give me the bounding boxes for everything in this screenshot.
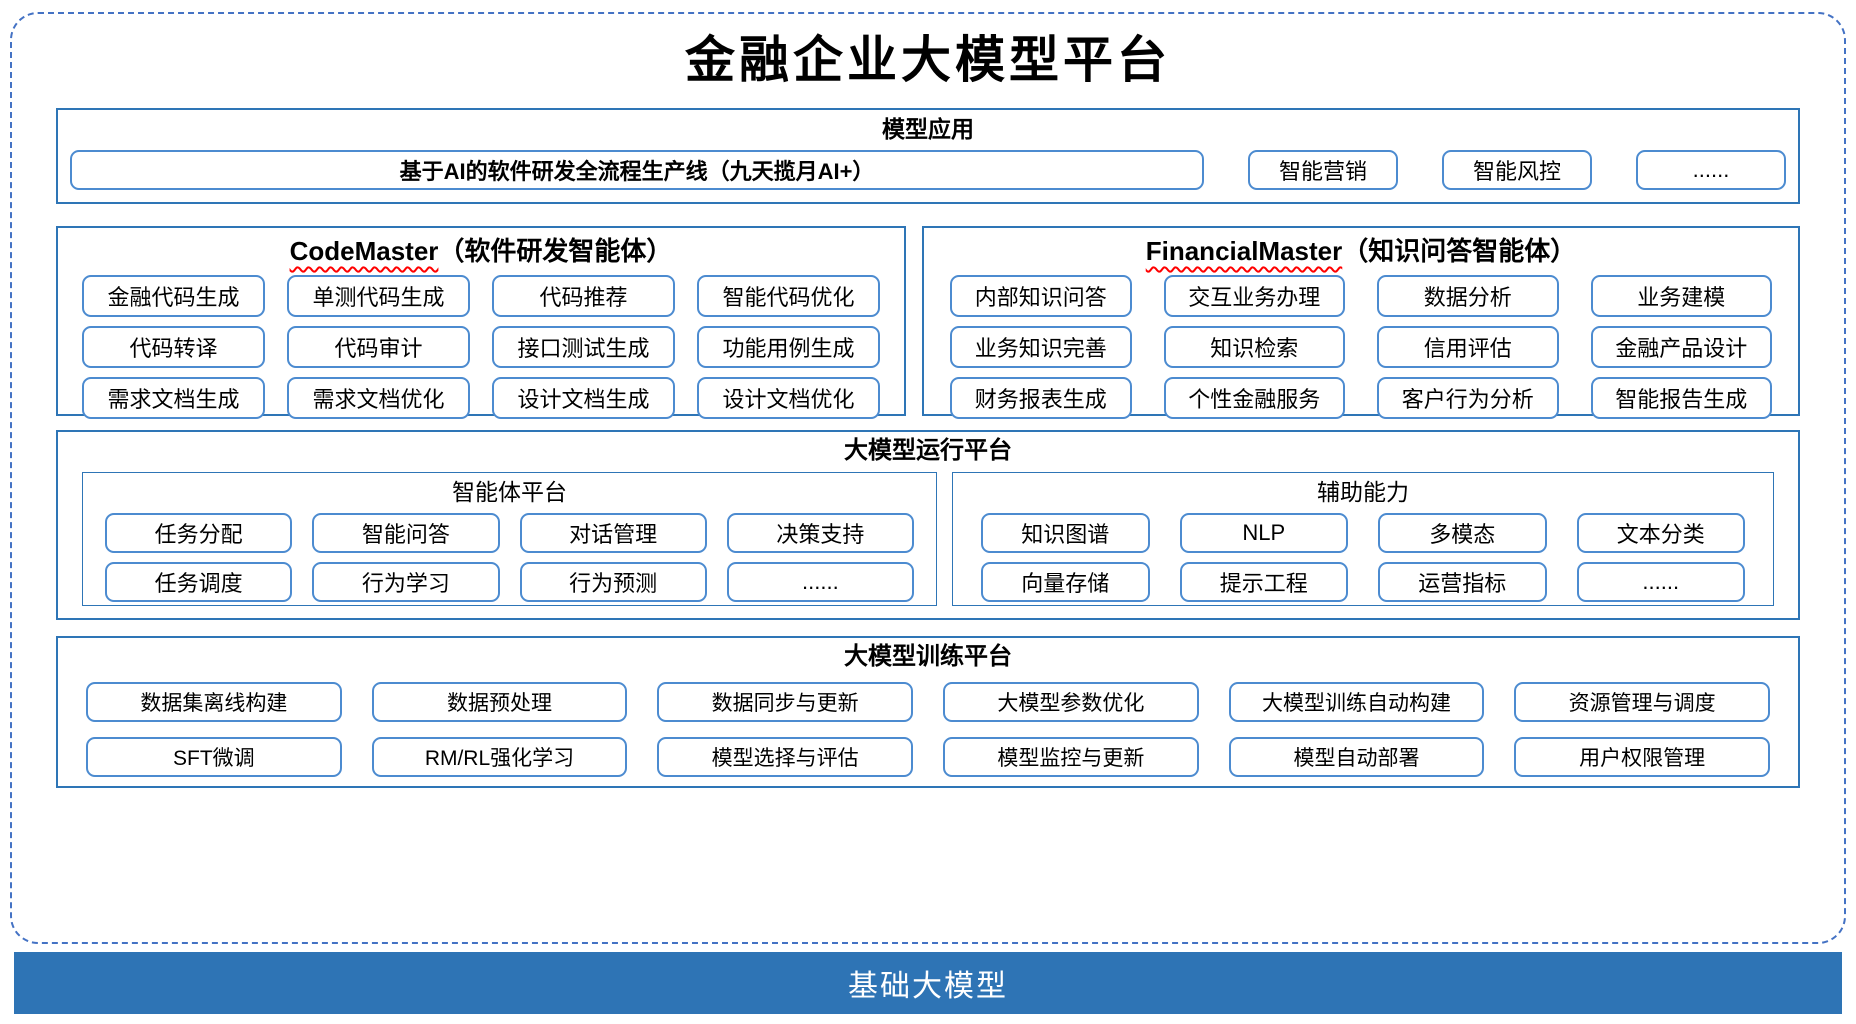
agent-platform-item: 任务分配	[105, 513, 293, 553]
page-title: 金融企业大模型平台	[685, 30, 1171, 89]
financialmaster-item: 交互业务办理	[1163, 275, 1345, 317]
agent-platform-item: 智能问答	[312, 513, 500, 553]
training-item-grid: 数据集离线构建数据预处理数据同步与更新大模型参数优化大模型训练自动构建资源管理与…	[86, 682, 1770, 777]
codemaster-item: 代码转译	[82, 326, 265, 368]
model-apps-heading: 模型应用	[882, 116, 974, 142]
training-item: 模型选择与评估	[657, 737, 913, 777]
auxiliary-capabilities-item-grid: 知识图谱 NLP 多模态文本分类向量存储提示工程运营指标......	[981, 513, 1745, 602]
auxiliary-capability-item: ......	[1576, 562, 1745, 602]
codemaster-title: CodeMaster（软件研发智能体）	[58, 228, 904, 267]
financialmaster-item: 数据分析	[1377, 275, 1559, 317]
financialmaster-item: 内部知识问答	[950, 275, 1132, 317]
financialmaster-item-grid: 内部知识问答交互业务办理数据分析业务建模业务知识完善知识检索信用评估金融产品设计…	[950, 275, 1772, 419]
codemaster-item: 需求文档优化	[287, 377, 470, 419]
section-runtime-platform: 大模型运行平台 智能体平台 任务分配智能问答对话管理决策支持任务调度行为学习行为…	[56, 430, 1800, 620]
codemaster-item: 设计文档生成	[492, 377, 675, 419]
runtime-heading: 大模型运行平台	[844, 437, 1012, 464]
section-model-apps: 模型应用 基于AI的软件研发全流程生产线（九天揽月AI+） 智能营销 智能风控..…	[56, 108, 1800, 204]
training-item: 数据预处理	[371, 682, 628, 722]
auxiliary-capability-item: NLP	[1179, 513, 1348, 553]
training-item: 大模型训练自动构建	[1228, 682, 1485, 722]
codemaster-item-grid: 金融代码生成单测代码生成代码推荐智能代码优化代码转译代码审计接口测试生成功能用例…	[82, 275, 880, 419]
agent-platform-item-grid: 任务分配智能问答对话管理决策支持任务调度行为学习行为预测......	[105, 513, 914, 602]
auxiliary-capabilities-title: 辅助能力	[1317, 479, 1409, 505]
foundation-model-bar: 基础大模型	[14, 952, 1842, 1014]
agent-platform-item: 行为预测	[519, 562, 707, 602]
auxiliary-capabilities-box: 辅助能力 知识图谱 NLP 多模态文本分类向量存储提示工程运营指标......	[952, 472, 1774, 606]
financialmaster-item: 信用评估	[1377, 326, 1559, 368]
financialmaster-box: FinancialMaster（知识问答智能体） 内部知识问答交互业务办理数据分…	[922, 226, 1800, 419]
codemaster-item: 金融代码生成	[82, 275, 265, 317]
training-item: SFT微调	[86, 737, 342, 777]
financialmaster-item: 客户行为分析	[1377, 377, 1559, 419]
training-item: 数据集离线构建	[86, 682, 342, 722]
financialmaster-item: 智能报告生成	[1590, 377, 1772, 419]
codemaster-box: CodeMaster（软件研发智能体） 金融代码生成单测代码生成代码推荐智能代码…	[56, 226, 906, 419]
financialmaster-title: FinancialMaster（知识问答智能体）	[924, 228, 1798, 267]
agents-row: CodeMaster（软件研发智能体） 金融代码生成单测代码生成代码推荐智能代码…	[56, 226, 1800, 419]
agent-platform-item: 对话管理	[519, 513, 707, 553]
codemaster-item: 单测代码生成	[287, 275, 470, 317]
financialmaster-item: 业务知识完善	[950, 326, 1132, 368]
codemaster-item: 智能代码优化	[697, 275, 880, 317]
runtime-groups-row: 智能体平台 任务分配智能问答对话管理决策支持任务调度行为学习行为预测......…	[82, 472, 1774, 606]
training-heading: 大模型训练平台	[844, 643, 1012, 670]
section-training-platform: 大模型训练平台 数据集离线构建数据预处理数据同步与更新大模型参数优化大模型训练自…	[56, 636, 1800, 788]
agent-platform-item: ......	[726, 562, 914, 602]
financialmaster-title-suffix: （知识问答智能体）	[1342, 236, 1577, 266]
codemaster-title-en: CodeMaster	[289, 236, 439, 266]
training-item: 模型自动部署	[1228, 737, 1485, 777]
auxiliary-capability-item: 提示工程	[1179, 562, 1348, 602]
model-app-item: 智能营销	[1248, 150, 1398, 190]
training-item: 数据同步与更新	[657, 682, 913, 722]
agent-platform-item: 任务调度	[105, 562, 293, 602]
training-item: RM/RL强化学习	[371, 737, 628, 777]
codemaster-item: 代码推荐	[492, 275, 675, 317]
financialmaster-item: 个性金融服务	[1163, 377, 1345, 419]
auxiliary-capability-item: 多模态	[1378, 513, 1547, 553]
auxiliary-capability-item: 向量存储	[981, 562, 1150, 602]
model-app-item: ......	[1636, 150, 1786, 190]
agent-platform-box: 智能体平台 任务分配智能问答对话管理决策支持任务调度行为学习行为预测......	[82, 472, 937, 606]
auxiliary-capability-item: 知识图谱	[981, 513, 1150, 553]
codemaster-item: 接口测试生成	[492, 326, 675, 368]
outer-dashed-frame: 金融企业大模型平台 模型应用 基于AI的软件研发全流程生产线（九天揽月AI+） …	[10, 12, 1846, 944]
financialmaster-item: 财务报表生成	[950, 377, 1132, 419]
auxiliary-capability-item: 运营指标	[1378, 562, 1547, 602]
pipeline-item: 基于AI的软件研发全流程生产线（九天揽月AI+）	[70, 150, 1204, 190]
financialmaster-title-en: FinancialMaster	[1145, 236, 1343, 266]
codemaster-item: 需求文档生成	[82, 377, 265, 419]
model-apps-row: 基于AI的软件研发全流程生产线（九天揽月AI+） 智能营销 智能风控......	[70, 150, 1786, 190]
codemaster-item: 功能用例生成	[697, 326, 880, 368]
training-item: 资源管理与调度	[1514, 682, 1770, 722]
financialmaster-item: 知识检索	[1163, 326, 1345, 368]
financialmaster-item: 业务建模	[1590, 275, 1772, 317]
codemaster-item: 设计文档优化	[697, 377, 880, 419]
training-item: 大模型参数优化	[943, 682, 1199, 722]
agent-platform-item: 决策支持	[726, 513, 914, 553]
codemaster-item: 代码审计	[287, 326, 470, 368]
training-item: 用户权限管理	[1514, 737, 1770, 777]
agent-platform-item: 行为学习	[312, 562, 500, 602]
foundation-model-label: 基础大模型	[848, 970, 1008, 1003]
codemaster-title-suffix: （软件研发智能体）	[438, 236, 673, 266]
agent-platform-title: 智能体平台	[452, 479, 567, 505]
training-item: 模型监控与更新	[943, 737, 1199, 777]
model-app-item: 智能风控	[1442, 150, 1592, 190]
auxiliary-capability-item: 文本分类	[1576, 513, 1745, 553]
financialmaster-item: 金融产品设计	[1590, 326, 1772, 368]
